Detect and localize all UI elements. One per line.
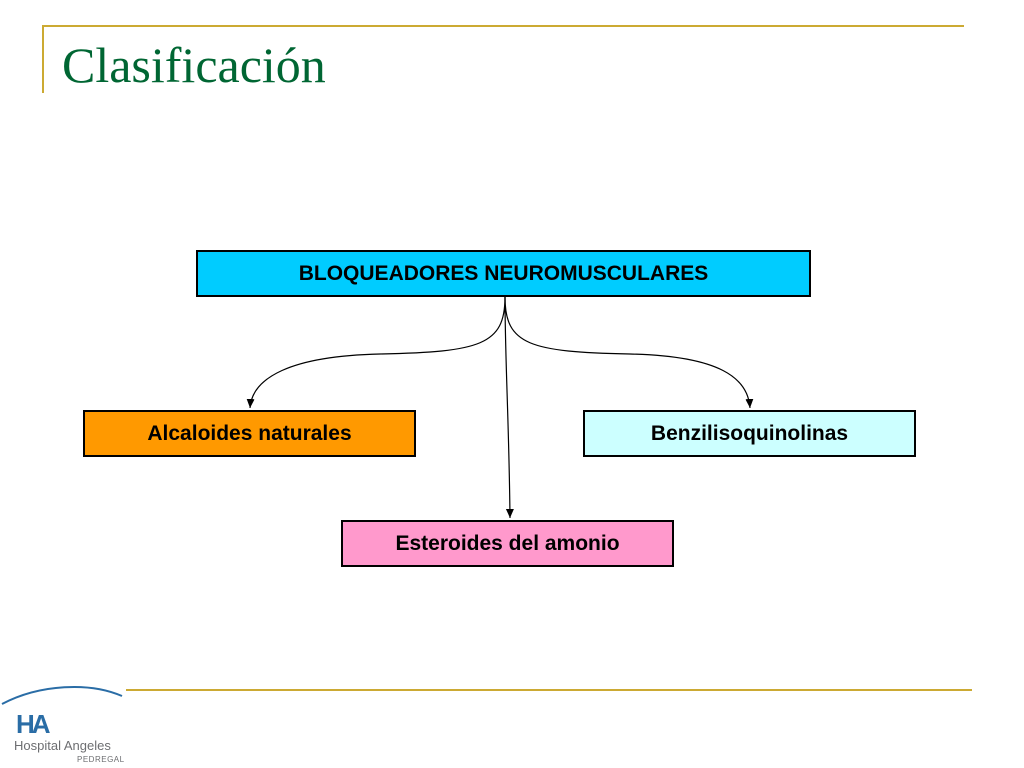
hospital-logo: HA Hospital Angeles PEDREGAL xyxy=(0,682,150,768)
arrow-to-benzilisoquinolinas xyxy=(504,296,754,409)
bottom-accent-line xyxy=(126,689,972,691)
child-node-label: Esteroides del amonio xyxy=(395,531,620,555)
arrow-to-alcaloides xyxy=(246,296,506,409)
slide-title: Clasificación xyxy=(62,37,326,93)
top-accent-line xyxy=(42,25,964,27)
logo-subtitle: PEDREGAL xyxy=(77,755,125,764)
arrow-to-esteroides xyxy=(504,296,514,519)
child-node-esteroides: Esteroides del amonio xyxy=(341,520,674,567)
child-node-label: Alcaloides naturales xyxy=(147,421,352,445)
logo-mark: HA xyxy=(16,709,51,739)
left-accent-line xyxy=(42,25,44,93)
child-node-alcaloides: Alcaloides naturales xyxy=(83,410,416,457)
root-node-label: BLOQUEADORES NEUROMUSCULARES xyxy=(298,261,709,285)
root-node-box: BLOQUEADORES NEUROMUSCULARES xyxy=(196,250,811,297)
child-node-label: Benzilisoquinolinas xyxy=(650,421,849,445)
logo-name: Hospital Angeles xyxy=(14,738,111,753)
child-node-benzilisoquinolinas: Benzilisoquinolinas xyxy=(583,410,916,457)
logo-arc-icon xyxy=(1,685,123,705)
